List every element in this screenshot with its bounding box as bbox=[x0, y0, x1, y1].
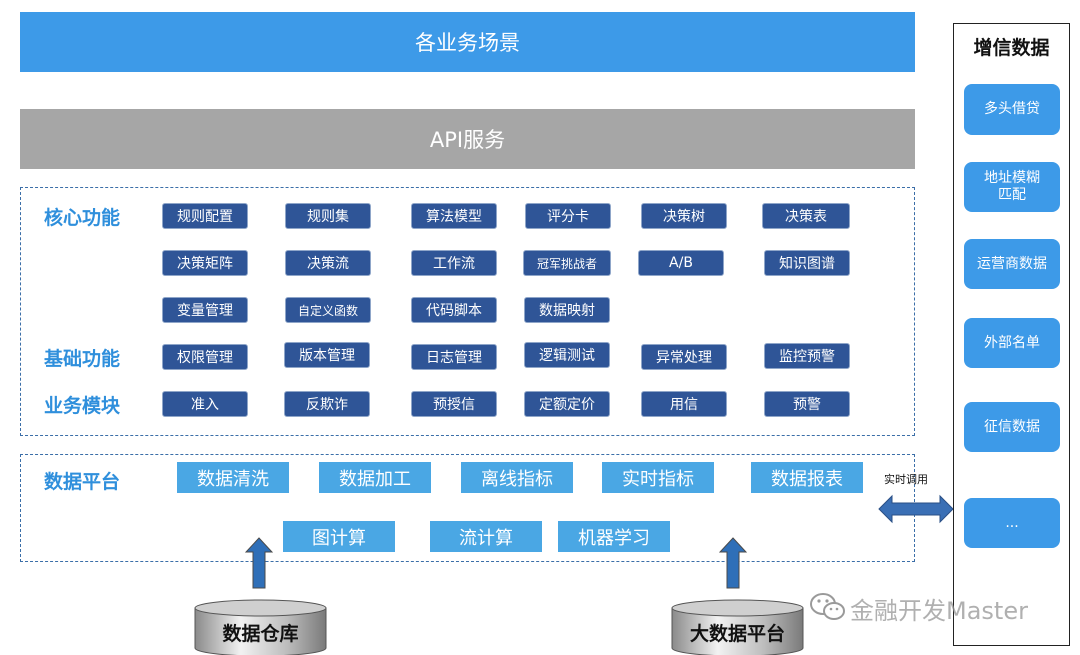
realtime-call-label: 实时调用 bbox=[884, 473, 928, 486]
platform-graph-computing[interactable]: 图计算 bbox=[283, 521, 395, 552]
module-code-script[interactable]: 代码脚本 bbox=[411, 297, 497, 323]
module-knowledge-graph[interactable]: 知识图谱 bbox=[764, 250, 850, 276]
module-decision-tree[interactable]: 决策树 bbox=[641, 203, 727, 229]
watermark-text: 金融开发Master bbox=[850, 597, 1028, 625]
module-pre-credit[interactable]: 预授信 bbox=[411, 391, 497, 417]
module-logic-test[interactable]: 逻辑测试 bbox=[524, 342, 610, 368]
side-item-external-list[interactable]: 外部名单 bbox=[964, 318, 1060, 368]
module-credit-use[interactable]: 用信 bbox=[641, 391, 727, 417]
double-arrow-icon bbox=[878, 494, 954, 524]
module-custom-function[interactable]: 自定义函数 bbox=[285, 297, 371, 323]
module-admission[interactable]: 准入 bbox=[162, 391, 248, 417]
module-log-management[interactable]: 日志管理 bbox=[411, 344, 497, 370]
side-item-more[interactable]: ... bbox=[964, 498, 1060, 548]
big-data-platform-label: 大数据平台 bbox=[689, 622, 785, 645]
database-cylinder-icon bbox=[671, 599, 804, 655]
module-exception-handling[interactable]: 异常处理 bbox=[641, 344, 727, 370]
platform-machine-learning[interactable]: 机器学习 bbox=[558, 521, 670, 552]
module-limit-pricing[interactable]: 定额定价 bbox=[524, 391, 610, 417]
basic-functions-label: 基础功能 bbox=[44, 348, 121, 370]
module-ab-test[interactable]: A/B bbox=[638, 250, 724, 276]
side-item-multi-lending[interactable]: 多头借贷 bbox=[964, 84, 1060, 135]
credit-enhancement-title: 增信数据 bbox=[973, 37, 1050, 59]
module-rule-set[interactable]: 规则集 bbox=[285, 203, 371, 229]
data-warehouse-label: 数据仓库 bbox=[222, 622, 299, 645]
up-arrow-icon bbox=[245, 537, 273, 589]
module-decision-flow[interactable]: 决策流 bbox=[285, 250, 371, 276]
module-workflow[interactable]: 工作流 bbox=[411, 250, 497, 276]
platform-data-report[interactable]: 数据报表 bbox=[751, 462, 863, 493]
api-service-banner: API服务 bbox=[20, 109, 915, 169]
functions-area bbox=[20, 187, 915, 436]
side-item-address-fuzzy-match[interactable]: 地址模糊匹配 bbox=[964, 162, 1060, 212]
side-item-credit-report[interactable]: 征信数据 bbox=[964, 402, 1060, 452]
platform-data-cleaning[interactable]: 数据清洗 bbox=[177, 462, 289, 493]
up-arrow-icon bbox=[719, 537, 747, 589]
wechat-icon bbox=[810, 593, 845, 620]
platform-stream-computing[interactable]: 流计算 bbox=[430, 521, 542, 552]
platform-data-processing[interactable]: 数据加工 bbox=[319, 462, 431, 493]
credit-enhancement-panel bbox=[953, 23, 1070, 646]
module-permission-management[interactable]: 权限管理 bbox=[162, 344, 248, 370]
module-champion-challenger[interactable]: 冠军挑战者 bbox=[523, 250, 611, 276]
data-platform-label: 数据平台 bbox=[44, 471, 121, 493]
business-modules-label: 业务模块 bbox=[44, 395, 121, 417]
module-version-management[interactable]: 版本管理 bbox=[284, 342, 370, 368]
module-data-mapping[interactable]: 数据映射 bbox=[524, 297, 610, 323]
business-scenarios-label: 各业务场景 bbox=[415, 31, 520, 55]
platform-realtime-metrics[interactable]: 实时指标 bbox=[602, 462, 714, 493]
module-decision-matrix[interactable]: 决策矩阵 bbox=[162, 250, 248, 276]
module-algorithm-model[interactable]: 算法模型 bbox=[411, 203, 497, 229]
module-monitoring-alert[interactable]: 监控预警 bbox=[764, 343, 850, 369]
business-scenarios-banner: 各业务场景 bbox=[20, 12, 915, 72]
module-anti-fraud[interactable]: 反欺诈 bbox=[284, 391, 370, 417]
side-item-carrier-data[interactable]: 运营商数据 bbox=[964, 239, 1060, 289]
database-cylinder-icon bbox=[194, 599, 327, 655]
api-service-label: API服务 bbox=[429, 128, 506, 152]
module-variable-management[interactable]: 变量管理 bbox=[162, 297, 248, 323]
module-rule-config[interactable]: 规则配置 bbox=[162, 203, 248, 229]
module-decision-table[interactable]: 决策表 bbox=[762, 203, 850, 229]
module-early-warning[interactable]: 预警 bbox=[764, 391, 850, 417]
platform-offline-metrics[interactable]: 离线指标 bbox=[461, 462, 573, 493]
core-functions-label: 核心功能 bbox=[44, 207, 121, 229]
module-scorecard[interactable]: 评分卡 bbox=[525, 203, 611, 229]
